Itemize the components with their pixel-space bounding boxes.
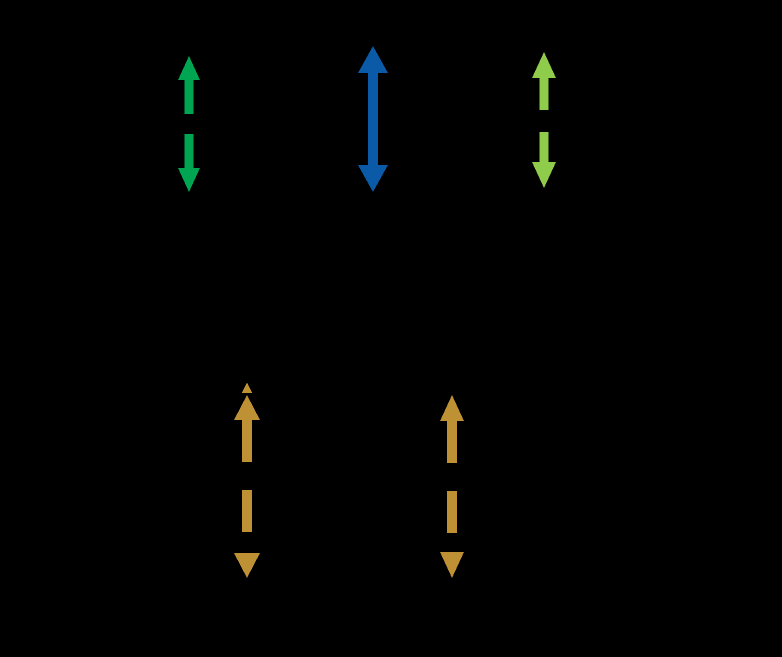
gold-right-double-arrow-head-up: [440, 395, 464, 421]
gold-right-double-arrow-head-down: [440, 552, 464, 578]
light-green-double-arrow-head-up: [532, 52, 556, 78]
light-green-double-arrow[interactable]: [532, 52, 556, 188]
gold-left-double-arrow-head-up-secondary: [241, 382, 253, 393]
light-green-double-arrow-head-down: [532, 162, 556, 188]
gold-left-double-arrow[interactable]: [234, 382, 260, 579]
gold-right-double-arrow[interactable]: [440, 395, 464, 578]
blue-double-arrow-head-down: [358, 165, 388, 192]
gold-left-double-arrow-head-up: [234, 395, 260, 420]
green-double-arrow[interactable]: [178, 56, 200, 192]
green-double-arrow-head-down: [178, 168, 200, 192]
blue-double-arrow-head-up: [358, 46, 388, 73]
gold-left-double-arrow-head-down: [234, 553, 260, 578]
green-double-arrow-head-up: [178, 56, 200, 80]
blue-double-arrow[interactable]: [358, 46, 388, 192]
